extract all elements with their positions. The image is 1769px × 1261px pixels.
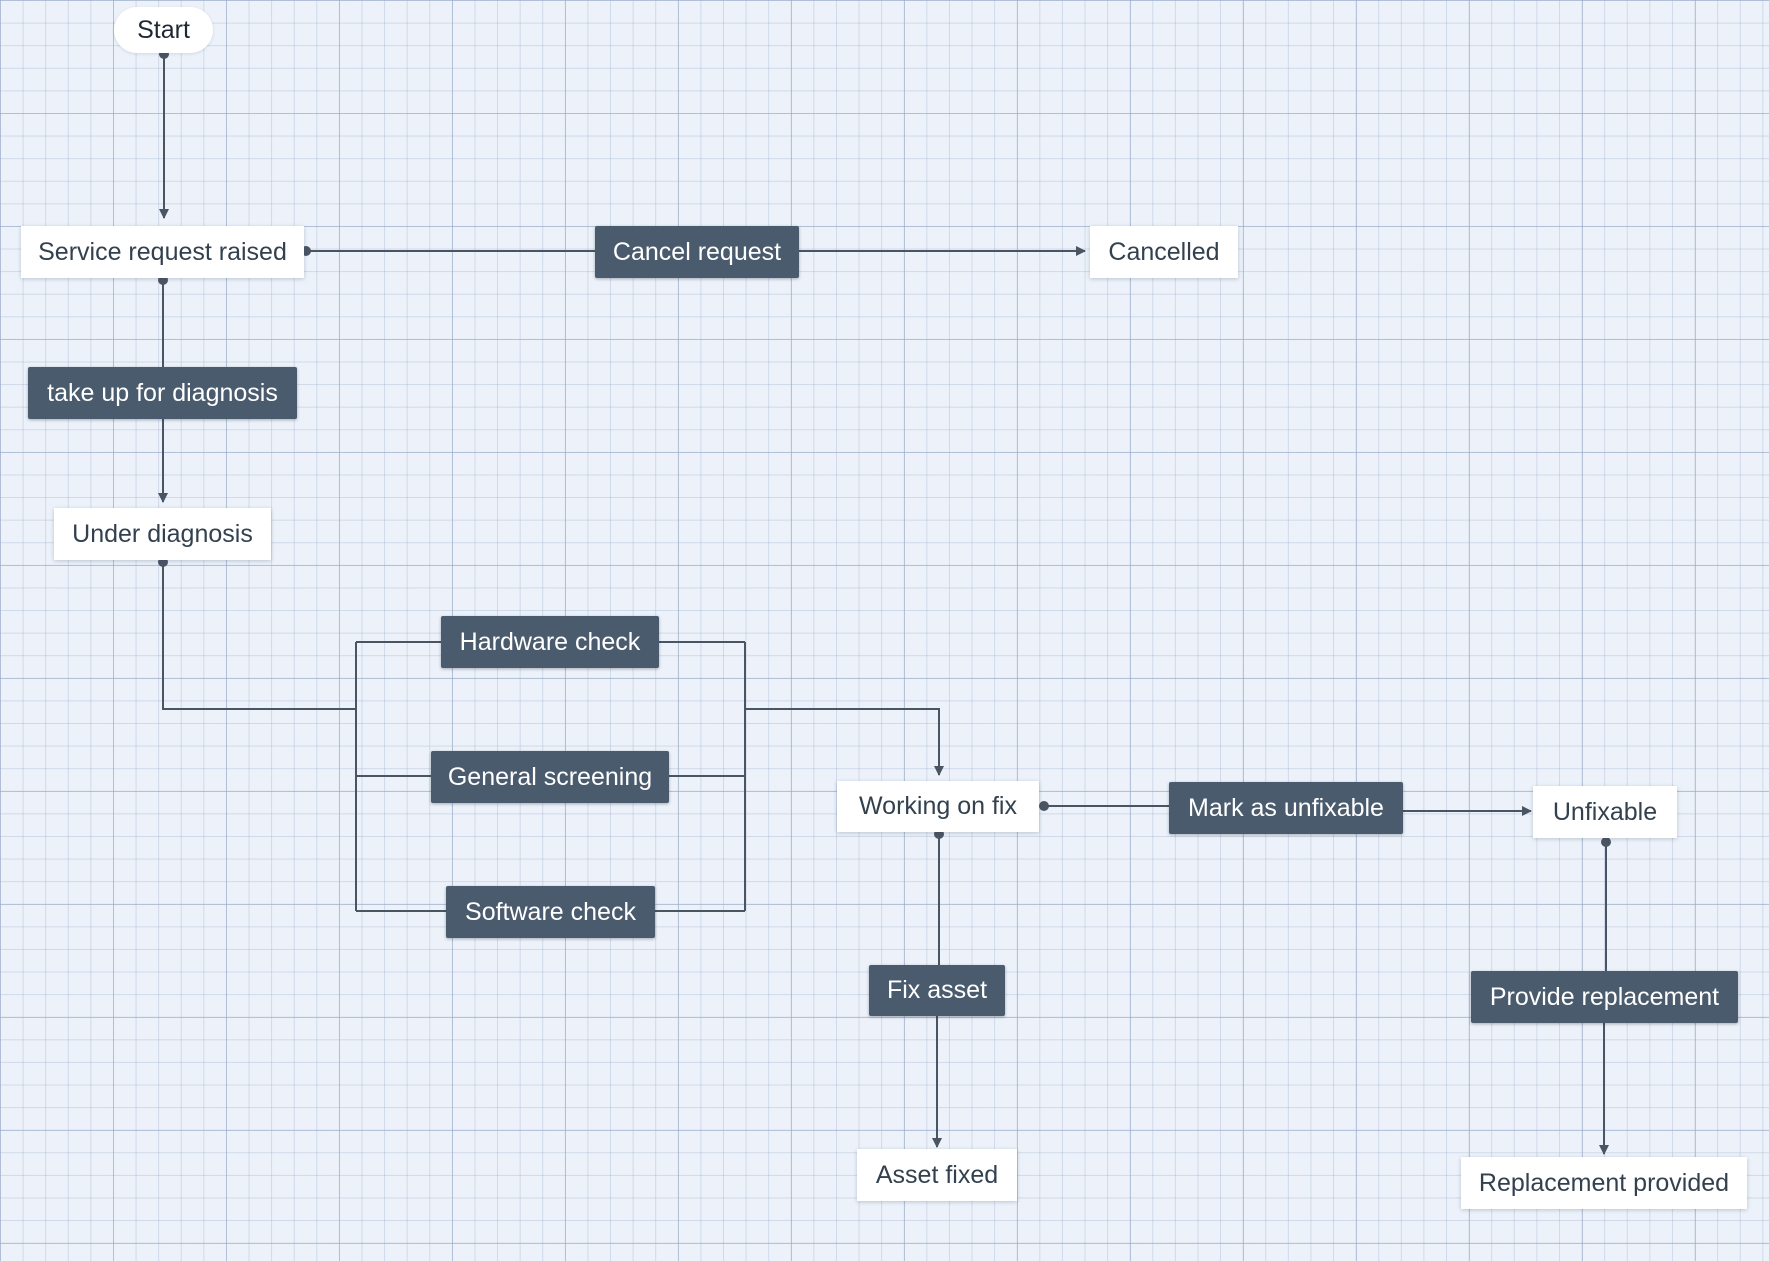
start-node[interactable]: Start — [114, 7, 213, 53]
state-unfixable[interactable]: Unfixable — [1533, 786, 1677, 838]
state-asset-fixed[interactable]: Asset fixed — [857, 1149, 1017, 1201]
edge-under-diagnosis-to-branch — [162, 562, 356, 710]
action-cancel-request[interactable]: Cancel request — [595, 226, 799, 278]
state-service-request-raised[interactable]: Service request raised — [21, 226, 304, 278]
action-fix-asset[interactable]: Fix asset — [869, 965, 1005, 1016]
action-take-up-for-diagnosis[interactable]: take up for diagnosis — [28, 367, 297, 419]
state-replacement-provided[interactable]: Replacement provided — [1461, 1157, 1747, 1209]
state-working-on-fix[interactable]: Working on fix — [837, 781, 1039, 832]
edge-merge-to-working-on-fix — [745, 708, 944, 776]
action-hardware-check[interactable]: Hardware check — [441, 616, 659, 668]
action-software-check[interactable]: Software check — [446, 886, 655, 938]
state-under-diagnosis[interactable]: Under diagnosis — [54, 508, 271, 560]
state-cancelled[interactable]: Cancelled — [1090, 226, 1238, 278]
port-dot-working-on-fix-right — [1039, 801, 1049, 811]
port-dot-unfixable-bottom — [1601, 837, 1611, 847]
action-general-screening[interactable]: General screening — [431, 751, 669, 803]
action-mark-as-unfixable[interactable]: Mark as unfixable — [1169, 782, 1403, 834]
action-provide-replacement[interactable]: Provide replacement — [1471, 971, 1738, 1023]
